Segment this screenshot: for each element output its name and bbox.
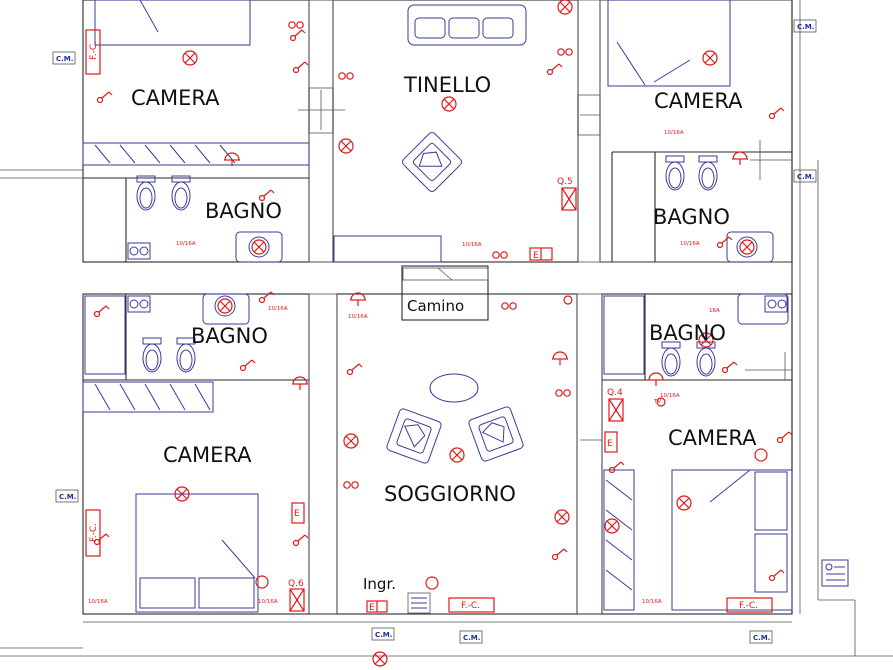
cm-label: C.M.: [753, 634, 770, 642]
room-label-bagno-top-left: BAGNO: [205, 199, 282, 223]
fc-box-bottom-right: F.-C.: [726, 597, 773, 613]
q5-label: Q.5: [557, 177, 573, 187]
socket-rating: 10/16A: [462, 242, 482, 248]
ex-label: E: [369, 603, 375, 613]
room-label-camera-bottom-right: CAMERA: [668, 426, 757, 450]
socket-rating: 10/16A: [176, 241, 196, 247]
socket-ratings: 10/16A 10/16A 10/16A 10/16A 10/16A 10/16…: [88, 130, 720, 605]
room-label-camino: Camino: [407, 297, 464, 315]
socket-rating: 10/16A: [664, 130, 684, 136]
fc-box-top-left: F.-C.: [85, 29, 101, 75]
room-label-bagno-mid-right: BAGNO: [649, 321, 726, 345]
cm-label: C.M.: [59, 493, 76, 501]
room-label-ingresso: Ingr.: [363, 575, 396, 593]
legend-box: [821, 559, 849, 587]
q6-label: Q.6: [288, 579, 304, 589]
socket-rating: 10/16A: [660, 393, 680, 399]
electrical-symbols: [93, 0, 793, 667]
socket-rating: 10/16A: [88, 599, 108, 605]
room-label-soggiorno: SOGGIORNO: [384, 482, 516, 506]
room-label-bagno-mid-left: BAGNO: [191, 324, 268, 348]
room-label-bagno-top-right: BAGNO: [653, 205, 730, 229]
fc-label: F.-C.: [89, 41, 99, 60]
cm-label: C.M.: [375, 631, 392, 639]
room-labels: CAMERA TINELLO CAMERA BAGNO BAGNO Camino…: [131, 73, 757, 593]
quadro-labels: Q.5 Q.4 Q.6 E E E E: [288, 177, 623, 613]
socket-rating: 16A: [709, 308, 720, 314]
cm-label: C.M.: [463, 634, 480, 642]
ex-label: E: [533, 251, 539, 261]
tv-label: TV: [653, 399, 661, 405]
q4-label: Q.4: [607, 388, 623, 398]
fc-label: F.-C.: [739, 601, 758, 611]
room-label-camera-bottom-left: CAMERA: [163, 443, 252, 467]
socket-rating: 10/16A: [680, 241, 700, 247]
room-label-camera-top-left: CAMERA: [131, 86, 220, 110]
ex-label: E: [607, 439, 613, 449]
fc-boxes: F.-C. F.-C. F.-C. F.-C.: [85, 29, 773, 613]
socket-rating: 10/16A: [642, 599, 662, 605]
cm-labels: C.M. C.M. C.M. C.M. C.M. C.M. C.M.: [52, 19, 817, 644]
cm-label: C.M.: [797, 23, 814, 31]
socket-rating: 10/16A: [268, 306, 288, 312]
furniture: [82, 0, 793, 613]
socket-rating: 10/16A: [258, 599, 278, 605]
cm-label: C.M.: [797, 173, 814, 181]
fc-label: F.-C.: [89, 523, 99, 542]
fc-label: F.-C.: [461, 601, 480, 611]
fc-box-mid-left: F.-C.: [85, 509, 101, 557]
fc-box-bottom-mid: F.-C.: [448, 597, 495, 613]
cm-label: C.M.: [56, 55, 73, 63]
socket-rating: 10/16A: [348, 314, 368, 320]
ex-label: E: [294, 509, 300, 519]
room-label-tinello: TINELLO: [403, 73, 491, 97]
room-label-camera-top-right: CAMERA: [654, 89, 743, 113]
